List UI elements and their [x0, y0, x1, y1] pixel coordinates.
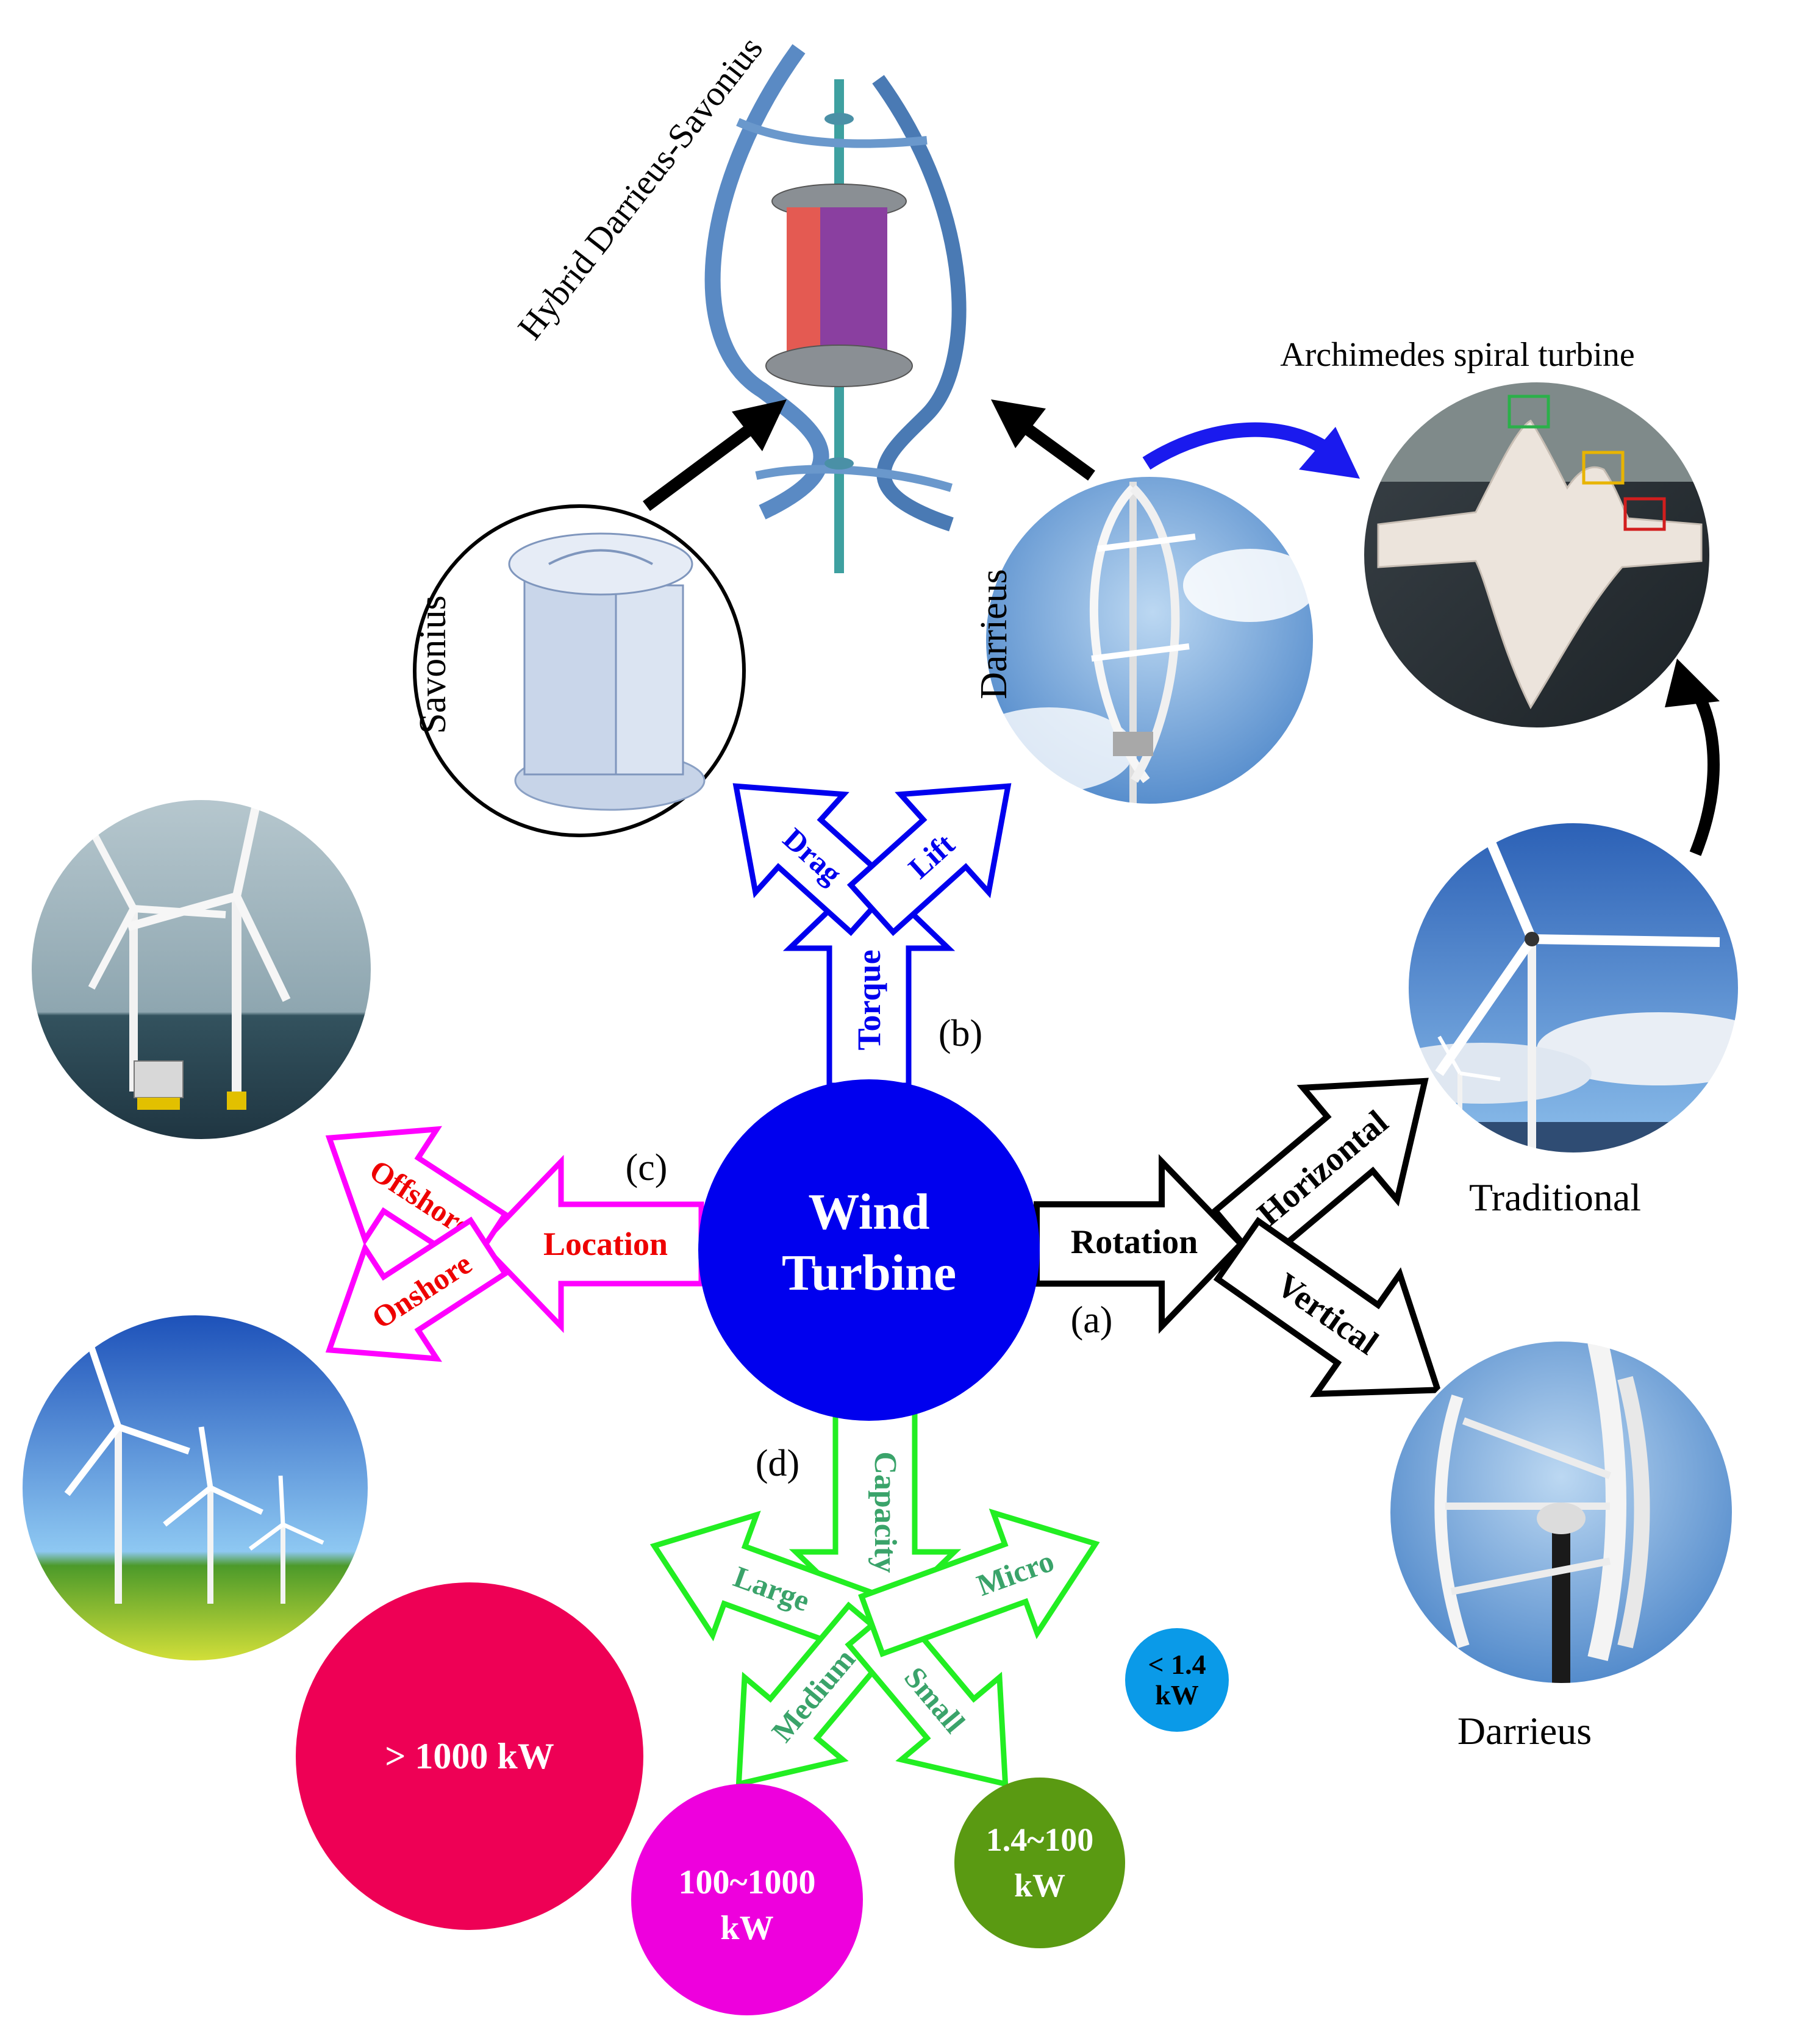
- archimedes-spiral-turbine-photo: [1363, 381, 1711, 729]
- capacity-branch: Capacity Large Medium Small Micro > 1000…: [296, 1396, 1229, 2015]
- traditional-to-archimedes-arrow: [1665, 659, 1720, 856]
- branch-label-d: (d): [756, 1443, 799, 1484]
- vertical-darrieus-caption: Darrieus: [1457, 1709, 1592, 1753]
- savonius-drawing: [413, 504, 746, 837]
- small-capacity-value-line1: 1.4~100: [986, 1821, 1094, 1858]
- rotation-branch: Rotation Horizontal Vertical Traditional: [1034, 821, 1740, 1753]
- rotation-label: Rotation: [1071, 1223, 1198, 1261]
- torque-label: Torque: [851, 949, 887, 1050]
- branch-label-a: (a): [1071, 1299, 1113, 1341]
- wind-turbine-center: Wind Turbine: [698, 1079, 1040, 1421]
- center-title-line2: Turbine: [782, 1245, 956, 1301]
- branch-label-b: (b): [939, 1013, 982, 1054]
- vertical-darrieus-photo: [1389, 1340, 1733, 1684]
- archimedes-caption: Archimedes spiral turbine: [1280, 336, 1635, 374]
- large-arrow: [649, 1510, 886, 1657]
- micro-capacity-value-line1: < 1.4: [1148, 1649, 1206, 1680]
- lift-arrow: [846, 783, 1012, 936]
- medium-capacity-value-line2: kW: [720, 1909, 773, 1947]
- micro-capacity-value-line2: kW: [1155, 1679, 1199, 1710]
- small-capacity-value-line2: kW: [1014, 1867, 1065, 1904]
- savonius-to-hybrid-arrow: [643, 399, 787, 512]
- location-label: Location: [543, 1226, 668, 1262]
- center-circle: [698, 1079, 1040, 1421]
- micro-capacity-circle: [1125, 1628, 1229, 1732]
- traditional-turbine-photo: [1407, 822, 1739, 1154]
- darrieus-to-archimedes-arrow: [1142, 422, 1360, 479]
- onshore-arrow: [325, 1217, 509, 1362]
- branch-label-c: (c): [626, 1147, 668, 1188]
- darrieus-top-caption: Darrieus: [973, 569, 1015, 699]
- vertical-arrow: [1213, 1217, 1442, 1398]
- small-capacity-circle: [954, 1778, 1125, 1948]
- traditional-caption: Traditional: [1469, 1176, 1641, 1219]
- location-branch: Location Offshore Onshore: [20, 798, 704, 1663]
- medium-capacity-circle: [631, 1784, 863, 2015]
- offshore-wind-farm-photo: [30, 799, 372, 1140]
- savonius-caption: Savonius: [412, 595, 454, 734]
- rotation-arrow: [1034, 1154, 1245, 1334]
- capacity-label: Capacity: [868, 1451, 903, 1573]
- medium-capacity-value-line1: 100~1000: [678, 1864, 815, 1901]
- large-capacity-circle: [296, 1582, 643, 1930]
- location-arrow: [477, 1154, 704, 1334]
- onshore-wind-farm-photo: [21, 1314, 369, 1662]
- center-title-line1: Wind: [808, 1184, 929, 1240]
- darrieus-to-hybrid-arrow: [991, 399, 1095, 481]
- large-capacity-value: > 1000 kW: [385, 1736, 554, 1776]
- micro-arrow: [858, 1508, 1100, 1657]
- darrieus-photo: [985, 476, 1314, 805]
- hybrid-darrieus-savonius-drawing: [704, 44, 967, 573]
